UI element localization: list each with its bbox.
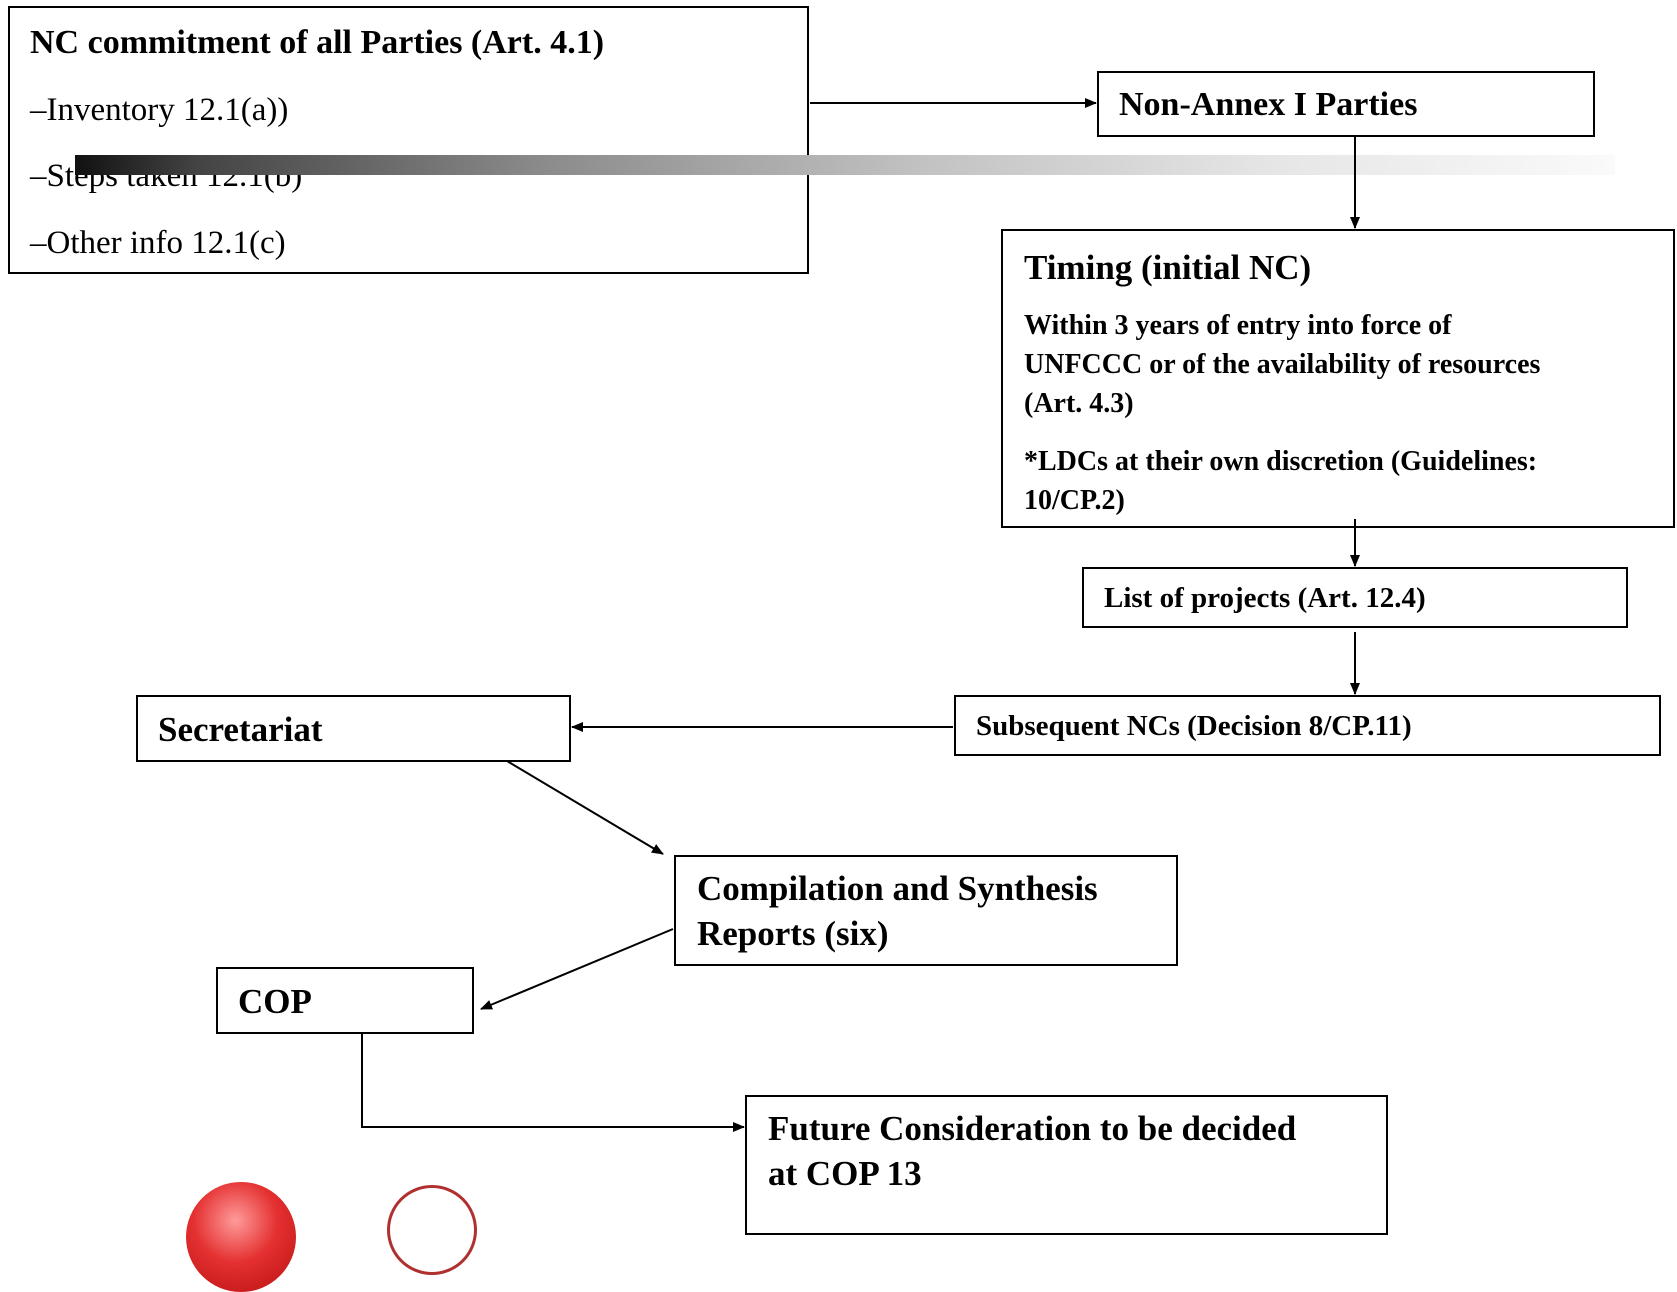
list-of-projects-box: List of projects (Art. 12.4) [1082, 567, 1628, 628]
compilation-line-1: Compilation and Synthesis [697, 869, 1098, 908]
secretariat-label: Secretariat [158, 710, 323, 749]
non-annex-parties-label: Non-Annex I Parties [1119, 86, 1418, 123]
timing-box: Timing (initial NC) Within 3 years of en… [1001, 229, 1675, 528]
timing-line-2: UNFCCC or of the availability of resourc… [1024, 349, 1541, 380]
nc-item-inventory: –Inventory 12.1(a)) [30, 92, 289, 128]
cop-label: COP [238, 982, 312, 1021]
arrow-secretariat-to-compilation [506, 760, 664, 855]
nc-item-other-info: –Other info 12.1(c) [30, 225, 286, 261]
compilation-reports-box: Compilation and Synthesis Reports (six) [674, 855, 1178, 966]
cop-box: COP [216, 967, 474, 1034]
future-line-2: at COP 13 [768, 1154, 922, 1193]
non-annex-parties-box: Non-Annex I Parties [1097, 71, 1595, 137]
decorative-gradient-bar [75, 155, 1615, 175]
timing-line-3: (Art. 4.3) [1024, 388, 1134, 419]
timing-line-4: *LDCs at their own discretion (Guideline… [1024, 446, 1538, 477]
arrow-cop-to-future [361, 1033, 745, 1132]
timing-line-1: Within 3 years of entry into force of [1024, 310, 1452, 341]
connector-arrows [361, 98, 1360, 1132]
nc-commitment-title: NC commitment of all Parties (Art. 4.1) [30, 24, 605, 61]
subsequent-ncs-box: Subsequent NCs (Decision 8/CP.11) [954, 695, 1661, 756]
timing-line-5: 10/CP.2) [1024, 485, 1125, 516]
compilation-line-2: Reports (six) [697, 914, 889, 953]
subsequent-ncs-label: Subsequent NCs (Decision 8/CP.11) [976, 710, 1412, 742]
future-line-1: Future Consideration to be decided [768, 1109, 1297, 1148]
list-of-projects-label: List of projects (Art. 12.4) [1104, 582, 1426, 614]
arrow-compilation-to-cop [480, 928, 674, 1010]
secretariat-box: Secretariat [136, 695, 571, 762]
timing-title: Timing (initial NC) [1024, 248, 1312, 287]
